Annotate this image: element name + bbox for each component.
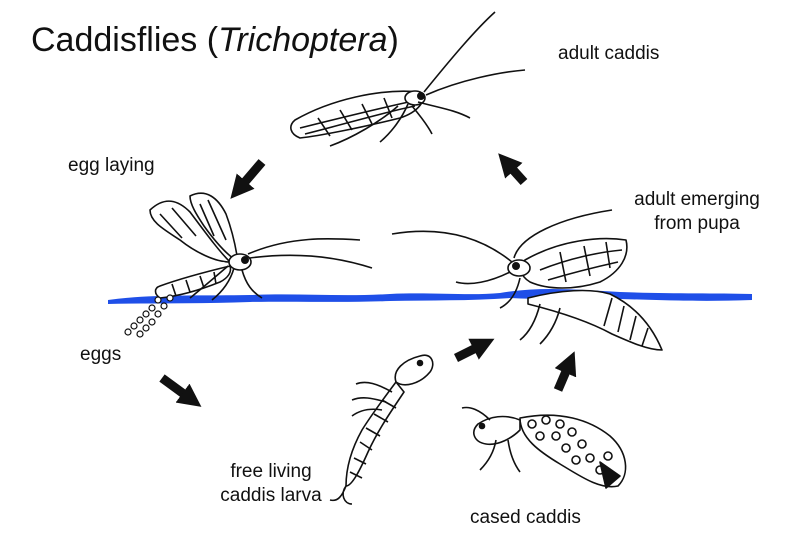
label-adult-emerging-line1: adult emerging (634, 189, 760, 210)
title-close: ) (387, 21, 399, 59)
free-living-larva-icon (329, 354, 434, 505)
title-main: Caddisflies ( (31, 21, 219, 59)
title-italic: Trichoptera (218, 21, 388, 59)
arrow-larva-to-pupa (453, 338, 495, 363)
label-adult-caddis: adult caddis (558, 43, 660, 64)
label-free-living-line1: free living (230, 461, 312, 482)
egg-laying-caddis-icon (149, 192, 373, 301)
label-free-living-larva: free living caddis larva (206, 460, 336, 508)
pupa-icon (519, 289, 663, 351)
emerging-adult-icon (391, 209, 628, 309)
diagram-title: Caddisflies (Trichoptera) (31, 20, 399, 60)
adult-caddis-icon (290, 11, 526, 147)
label-free-living-line2: caddis larva (220, 485, 322, 506)
label-cased-caddis: cased caddis (470, 507, 581, 528)
cased-caddis-icon (461, 406, 627, 489)
label-adult-emerging-line2: from pupa (654, 213, 740, 234)
eggs-icon (124, 294, 174, 338)
arrow-adult-to-egg-laying (230, 159, 266, 199)
arrow-eggs-to-larva (159, 374, 202, 407)
label-adult-emerging: adult emerging from pupa (612, 188, 782, 236)
arrow-cased-to-pupa (553, 351, 577, 392)
arrow-emerging-to-adult (498, 153, 528, 186)
label-eggs: eggs (80, 344, 122, 365)
water-surface (108, 289, 752, 304)
label-egg-laying: egg laying (68, 155, 155, 176)
lifecycle-arrow-icon (159, 153, 577, 407)
